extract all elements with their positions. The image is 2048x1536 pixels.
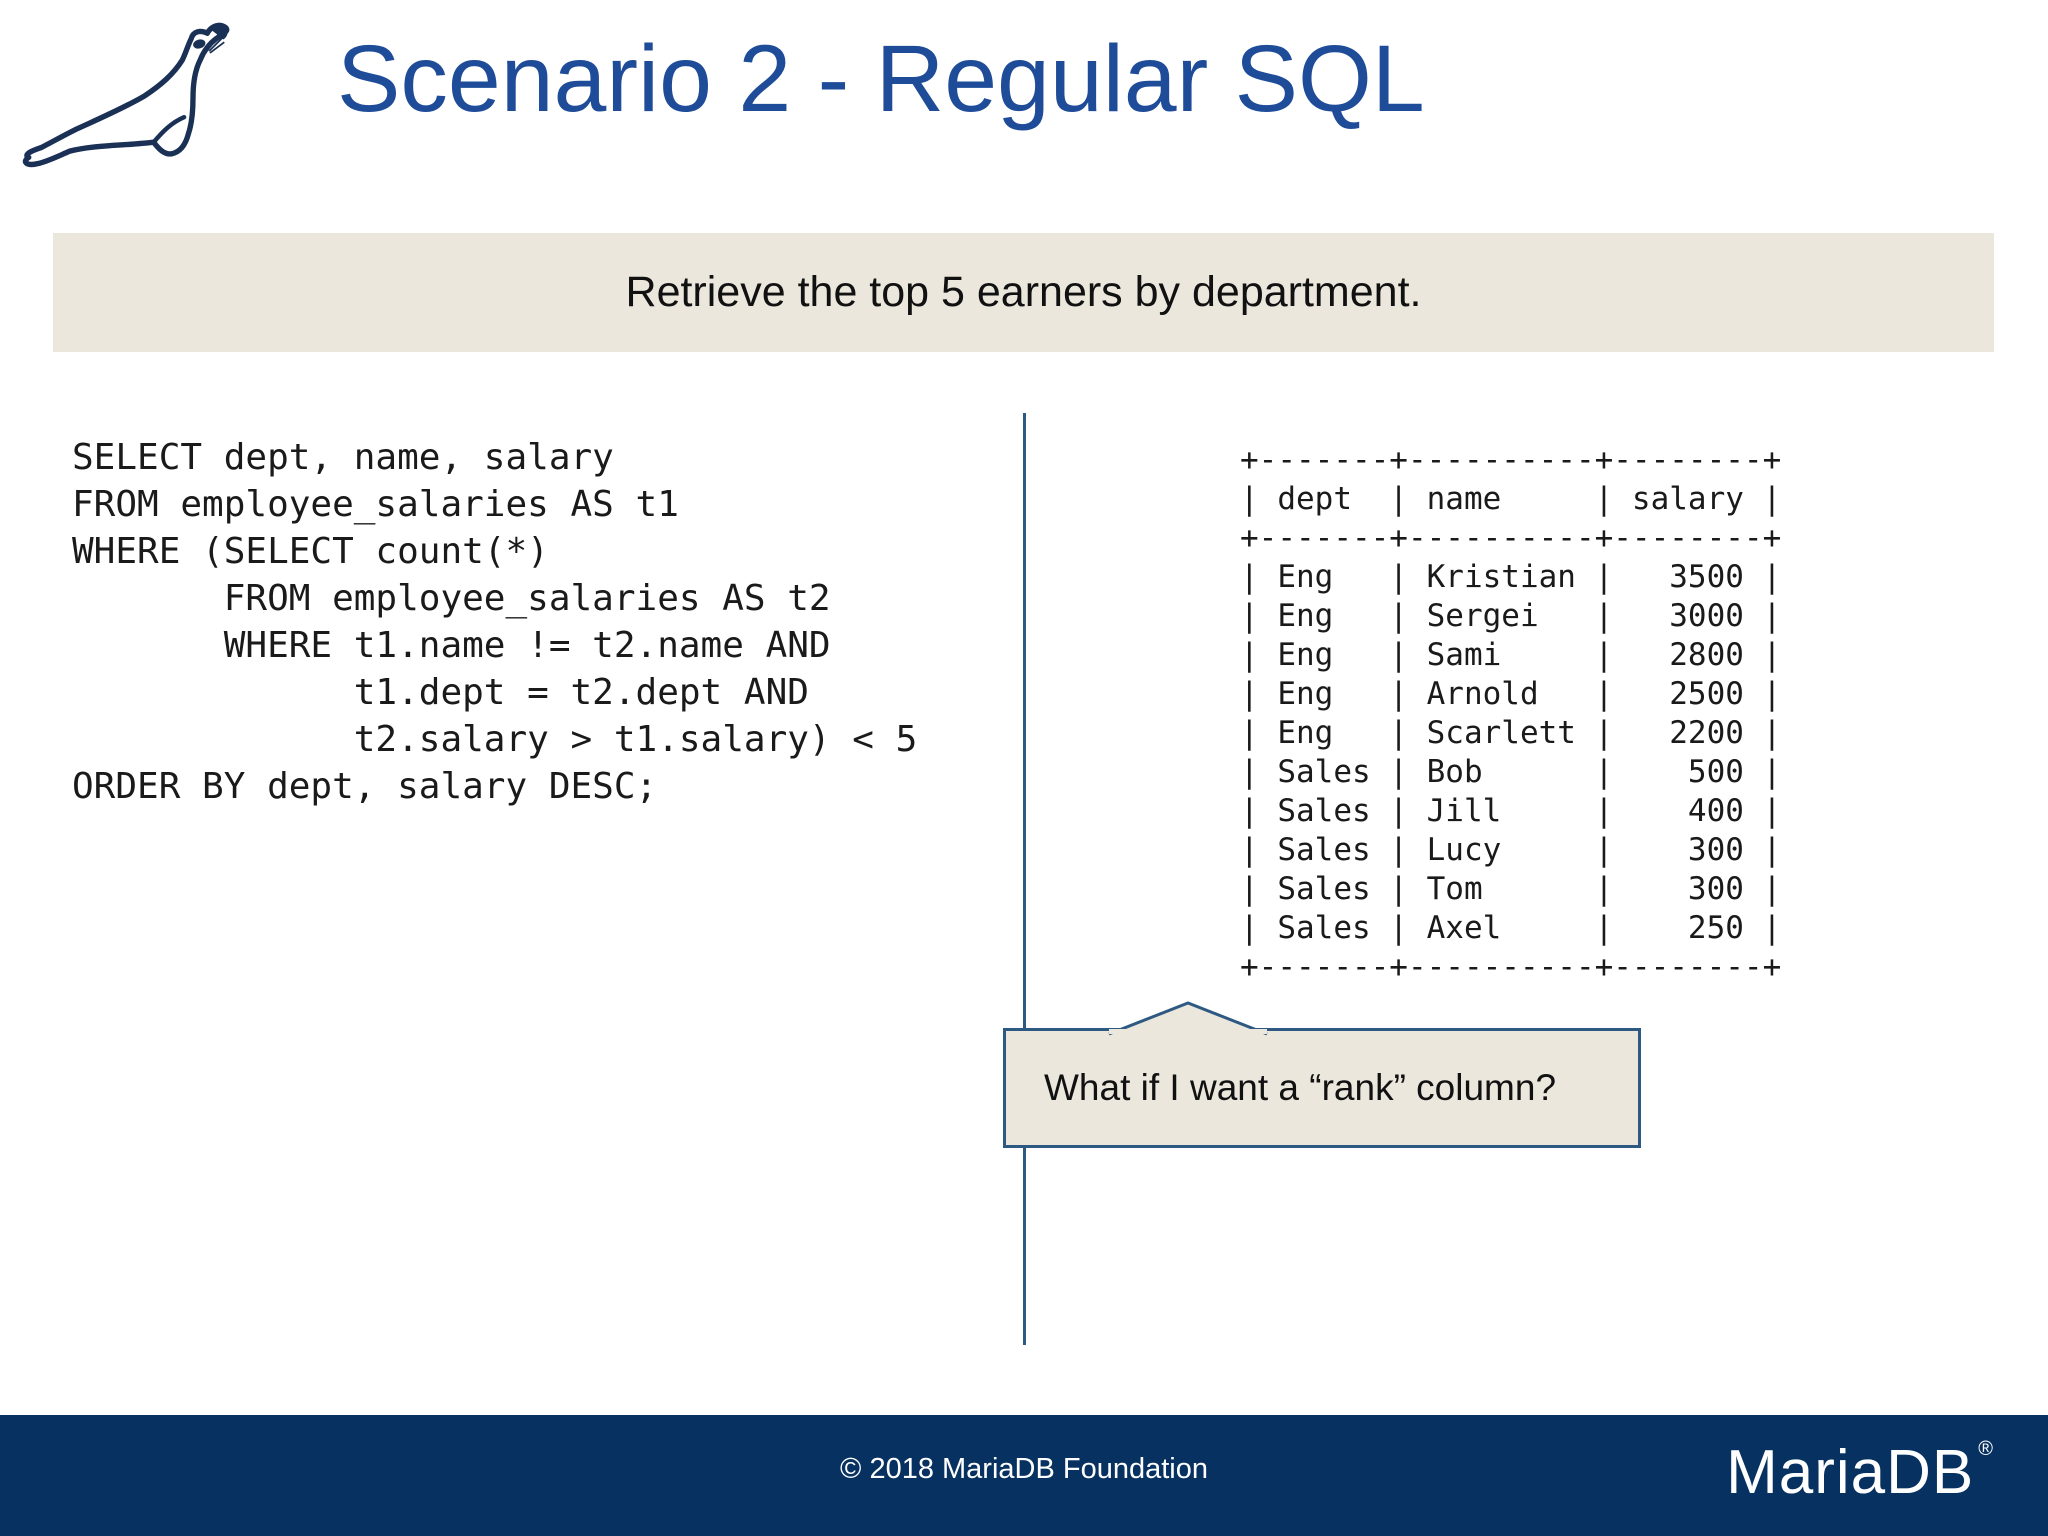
seal-nose bbox=[210, 25, 228, 40]
mariadb-wordmark-text: MariaDB bbox=[1726, 1438, 1975, 1507]
result-table-ascii: +-------+----------+--------+ | dept | n… bbox=[1240, 442, 1782, 985]
rank-callout: What if I want a “rank” column? bbox=[1003, 1028, 1641, 1148]
footer-bar: © 2018 MariaDB Foundation MariaDB® bbox=[0, 1415, 2048, 1536]
callout-pointer-icon bbox=[1108, 1001, 1268, 1036]
seal-whiskers bbox=[206, 32, 225, 54]
rank-callout-text: What if I want a “rank” column? bbox=[1044, 1067, 1557, 1108]
task-banner-text: Retrieve the top 5 earners by department… bbox=[625, 268, 1422, 316]
page-title: Scenario 2 - Regular SQL bbox=[337, 26, 1425, 132]
sql-code-block: SELECT dept, name, salary FROM employee_… bbox=[72, 437, 918, 807]
divider-line bbox=[1023, 413, 1026, 1345]
mariadb-seal-logo bbox=[22, 22, 230, 168]
registered-mark: ® bbox=[1978, 1438, 1994, 1460]
copyright-text: © 2018 MariaDB Foundation bbox=[840, 1453, 1208, 1485]
task-banner: Retrieve the top 5 earners by department… bbox=[53, 233, 1994, 352]
seal-eye bbox=[193, 39, 206, 49]
mariadb-wordmark: MariaDB® bbox=[1726, 1437, 1994, 1508]
